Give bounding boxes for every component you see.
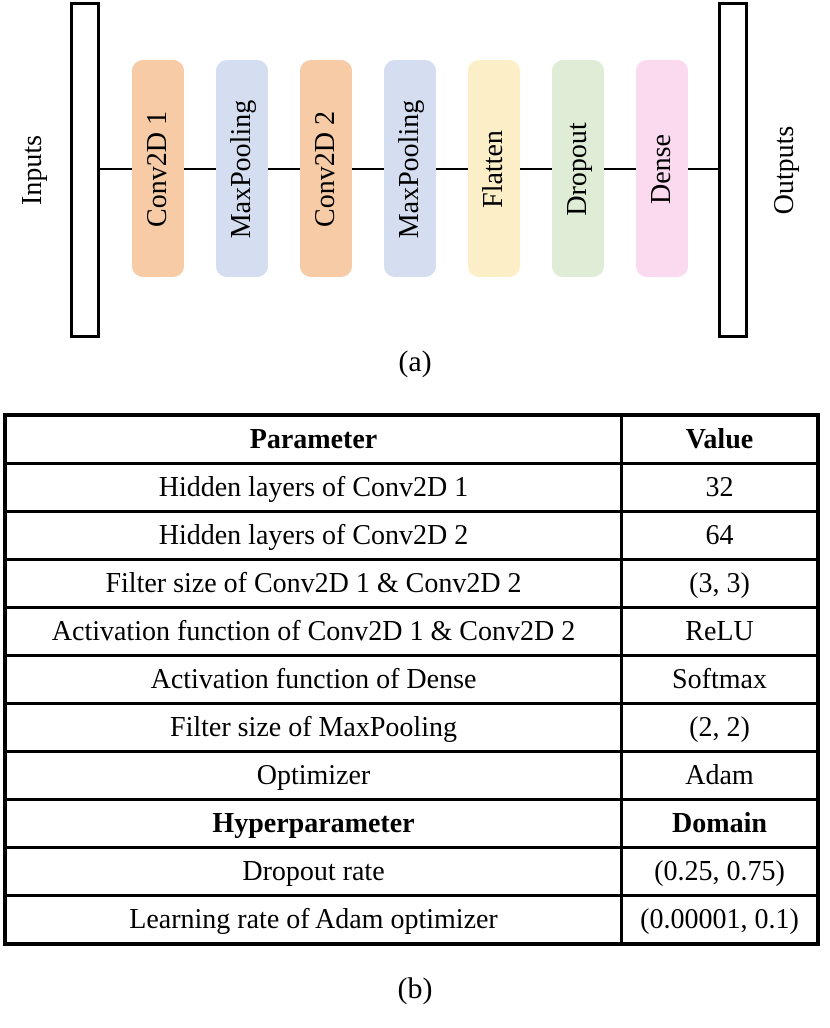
- cell-param: Hidden layers of Conv2D 2: [3, 510, 623, 561]
- cell-value: ReLU: [620, 606, 820, 657]
- layer-block-label: MaxPooling: [394, 99, 425, 238]
- layer-block-label: Flatten: [478, 129, 509, 208]
- table-row: Filter size of MaxPooling(2, 2): [3, 702, 820, 753]
- layer-block-label: Conv2D 2: [310, 110, 341, 227]
- layer-block-flatten: Flatten: [468, 60, 520, 277]
- layer-block-maxpooling: MaxPooling: [216, 60, 268, 277]
- cell-value: (2, 2): [620, 702, 820, 753]
- cell-param: Activation function of Dense: [3, 654, 623, 705]
- cell-param: Activation function of Conv2D 1 & Conv2D…: [3, 606, 623, 657]
- cell-value: Value: [620, 413, 820, 465]
- cell-value: Adam: [620, 750, 820, 801]
- cell-value: 32: [620, 462, 820, 513]
- table-row: Learning rate of Adam optimizer(0.00001,…: [3, 894, 820, 946]
- layer-block-dense: Dense: [636, 60, 688, 277]
- table-row: Filter size of Conv2D 1 & Conv2D 2(3, 3): [3, 558, 820, 609]
- inputs-label: Inputs: [17, 135, 48, 205]
- cell-value: Softmax: [620, 654, 820, 705]
- cell-param: Optimizer: [3, 750, 623, 801]
- inputs-bar: [70, 2, 100, 338]
- cell-param: Parameter: [3, 413, 623, 465]
- layer-block-maxpooling: MaxPooling: [384, 60, 436, 277]
- outputs-label: Outputs: [769, 125, 800, 215]
- layer-block-label: Dropout: [562, 121, 593, 216]
- table-row: Activation function of Conv2D 1 & Conv2D…: [3, 606, 820, 657]
- layer-block-label: Conv2D 1: [142, 110, 173, 227]
- layer-block-label: Dense: [646, 133, 677, 204]
- cell-param: Learning rate of Adam optimizer: [3, 894, 623, 946]
- cell-param: Filter size of Conv2D 1 & Conv2D 2: [3, 558, 623, 609]
- cell-param: Hyperparameter: [3, 798, 623, 849]
- layer-block-label: MaxPooling: [226, 99, 257, 238]
- cell-param: Dropout rate: [3, 846, 623, 897]
- architecture-diagram: Inputs Outputs Conv2D 1 MaxPooling Conv2D …: [0, 0, 830, 410]
- cell-value: (3, 3): [620, 558, 820, 609]
- layer-block-conv2d-2: Conv2D 2: [300, 60, 352, 277]
- cell-value: Domain: [620, 798, 820, 849]
- table-caption: (b): [397, 972, 433, 1005]
- cell-param: Filter size of MaxPooling: [3, 702, 623, 753]
- cell-value: (0.00001, 0.1): [620, 894, 820, 946]
- layer-block-conv2d-1: Conv2D 1: [132, 60, 184, 277]
- cell-value: 64: [620, 510, 820, 561]
- diagram-caption: (a): [398, 345, 432, 378]
- outputs-bar: [718, 2, 748, 338]
- table-row: Dropout rate(0.25, 0.75): [3, 846, 820, 897]
- layer-block-dropout: Dropout: [552, 60, 604, 277]
- cell-value: (0.25, 0.75): [620, 846, 820, 897]
- cell-param: Hidden layers of Conv2D 1: [3, 462, 623, 513]
